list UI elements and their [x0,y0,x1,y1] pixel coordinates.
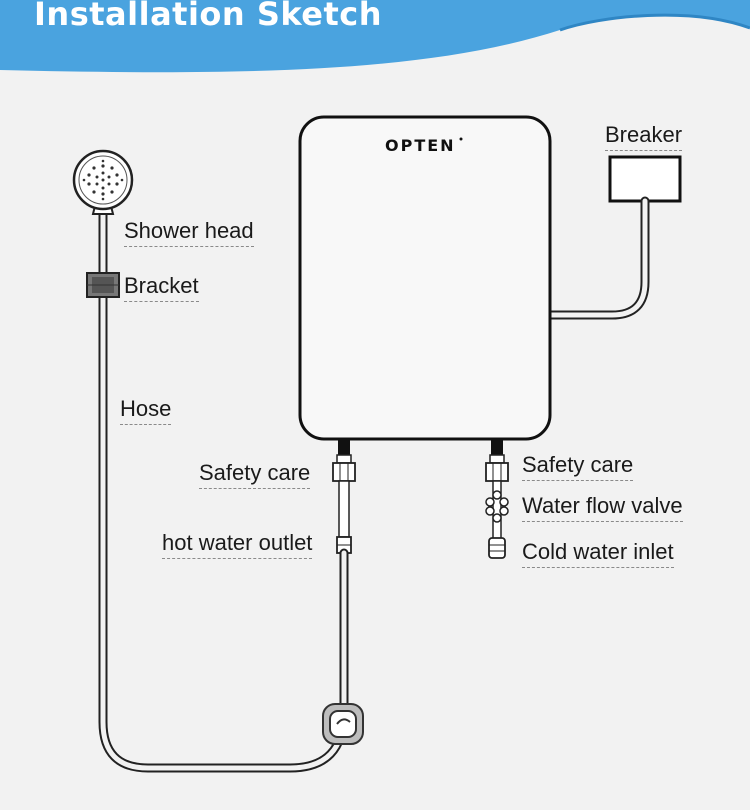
bracket-label: Bracket [124,273,199,302]
water-flow-valve-label: Water flow valve [522,493,683,522]
cold-water-pipe [485,454,509,559]
header-banner [0,0,750,73]
hose-coupling [322,703,364,745]
breaker-label: Breaker [605,122,683,151]
cold-water-inlet-fitting [488,537,506,559]
hose-label: Hose [120,396,172,425]
water-flow-valve-icon [485,490,509,523]
safety-care-right-fitting [485,462,509,482]
cold-water-inlet-label: Cold water inlet [522,539,674,568]
breaker-cable [545,196,650,320]
safety-care-left-fitting [332,462,356,482]
page-title: Installation Sketch [34,0,383,33]
water-heater-body [298,115,552,441]
breaker-box [608,155,682,203]
shower-head-label: Shower head [124,218,254,247]
safety-care-left-label: Safety care [199,460,311,489]
bracket-icon [86,272,120,298]
safety-care-right-label: Safety care [522,452,634,481]
hot-water-pipe [332,454,356,554]
shower-head-icon [72,149,134,215]
hot-water-outlet-label: hot water outlet [162,530,313,559]
brand-logo: OPTEN [385,136,456,155]
